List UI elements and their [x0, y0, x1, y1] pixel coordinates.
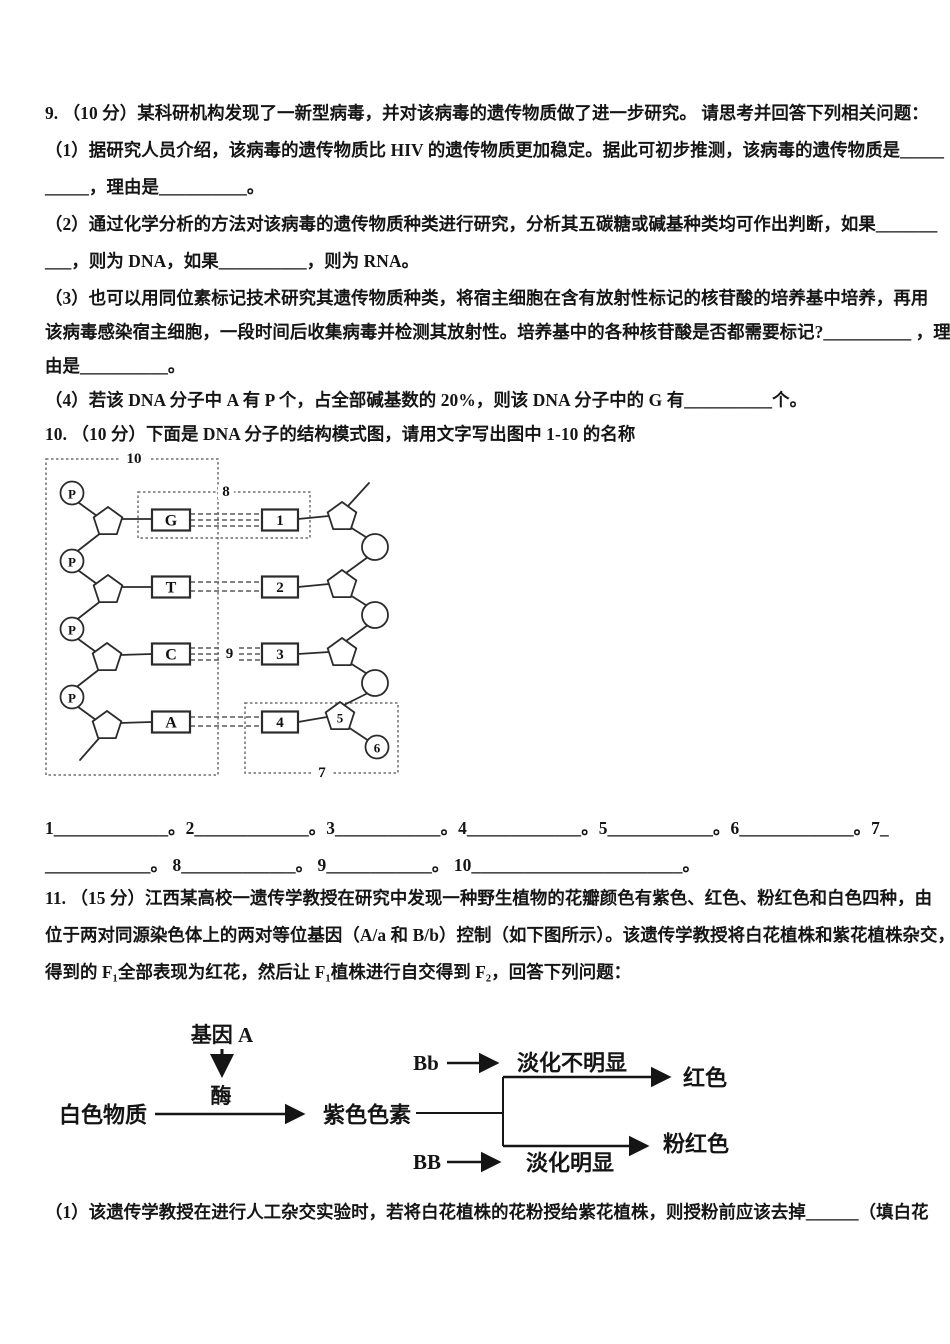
q9-header-line: 9. （10 分）某科研机构发现了一新型病毒，并对该病毒的遗传物质做了进一步研究…	[45, 103, 929, 123]
dna-region-7-box	[244, 702, 399, 774]
q9-part3-line3: 由是__________。	[45, 356, 186, 376]
red-result-label: 红色	[683, 1066, 727, 1091]
right-pentose-shapes	[324, 500, 358, 731]
q11-sub1-line: （1）该遗传学教授在进行人工杂交实验时，若将白花植株的花粉授给紫花植株，则授粉前…	[45, 1202, 929, 1222]
base-t-label: T	[166, 580, 177, 597]
white-substance-node: 白色物质	[59, 1103, 147, 1128]
hydrogen-bonds	[190, 513, 262, 727]
q9-part3-line2: 该病毒感染宿主细胞，一段时间后收集病毒并检测其放射性。培养基中的各种核苷酸是否都…	[45, 322, 950, 342]
base-3-label: 3	[276, 647, 284, 663]
base-g-label: G	[165, 513, 178, 530]
dna-label-10: 10	[127, 452, 142, 467]
right-phosphate-circles	[361, 533, 390, 760]
gene-a-label: 基因 A	[191, 1023, 254, 1047]
left-base-boxes: G T C A	[150, 508, 192, 734]
right-base-boxes: 1 2 3 4	[260, 508, 300, 734]
phosphate-label: P	[68, 691, 76, 706]
pink-result-label: 粉红色	[663, 1132, 729, 1157]
q11-line2: 位于两对同源染色体上的两对等位基因（A/a 和 B/b）控制（如下图所示）。该遗…	[45, 925, 950, 945]
base-a-label: A	[165, 715, 177, 732]
dna-label-9: 9	[226, 646, 234, 662]
dna-label-6: 6	[374, 741, 381, 756]
q9-part4-line: （4）若该 DNA 分子中 A 有 P 个，占全部碱基数的 20%，则该 DNA…	[45, 390, 808, 410]
left-pentose-shapes	[91, 505, 124, 740]
q11-line3: 得到的 F₁全部表现为红花，然后让 F₁植株进行自交得到 F₂，回答下列问题：	[45, 962, 632, 982]
base-1-label: 1	[276, 513, 284, 529]
q10-answer-blanks-line1: 1_____________。2_____________。3_________…	[45, 818, 889, 838]
genotype-bb-lower: BB	[413, 1150, 441, 1174]
base-4-label: 4	[276, 715, 284, 731]
genotype-bb-upper: Bb	[413, 1051, 439, 1075]
phosphate-6-circle	[364, 734, 390, 760]
q9-part2-line2: ___，则为 DNA，如果__________，则为 RNA。	[45, 251, 420, 271]
pentose-5-shape	[324, 700, 356, 731]
q10-header-line: 10. （10 分）下面是 DNA 分子的结构模式图，请用文字写出图中 1-10…	[45, 424, 636, 444]
dna-structure-diagram: P P P P G T C A 1	[45, 452, 399, 781]
enzyme-label: 酶	[211, 1084, 232, 1108]
base-2-label: 2	[276, 580, 284, 596]
dna-label-7: 7	[318, 765, 326, 781]
pigment-pathway-diagram: 基因 A 酶 白色物质 紫色色素 Bb 淡化不明显 红色 BB 淡化明显 粉红色	[59, 1023, 729, 1176]
fade-obvious-label: 淡化明显	[526, 1151, 614, 1176]
q9-part1-line2: _____，理由是__________。	[45, 177, 265, 197]
phosphate-label: P	[68, 487, 76, 502]
dna-label-5: 5	[337, 711, 344, 726]
q10-answer-blanks-line2: ____________。 8_____________。 9_________…	[45, 855, 701, 875]
purple-pigment-node: 紫色色素	[323, 1103, 411, 1128]
fade-not-obvious-label: 淡化不明显	[517, 1051, 627, 1076]
q9-part1-line: （1）据研究人员介绍，该病毒的遗传物质比 HIV 的遗传物质更加稳定。据此可初步…	[45, 140, 945, 160]
left-phosphate-circles: P P P P	[59, 480, 85, 710]
q9-part3-line: （3）也可以用同位素标记技术研究其遗传物质种类，将宿主细胞在含有放射性标记的核苷…	[45, 288, 929, 308]
phosphate-label: P	[68, 555, 76, 570]
phosphate-label: P	[68, 623, 76, 638]
q9-part2-line: （2）通过化学分析的方法对该病毒的遗传物质种类进行研究，分析其五碳糖或碱基种类均…	[45, 214, 938, 234]
dna-label-8: 8	[222, 484, 230, 500]
base-c-label: C	[165, 647, 177, 664]
q11-header-line: 11. （15 分）江西某高校一遗传学教授在研究中发现一种野生植物的花瓣颜色有紫…	[45, 888, 933, 908]
